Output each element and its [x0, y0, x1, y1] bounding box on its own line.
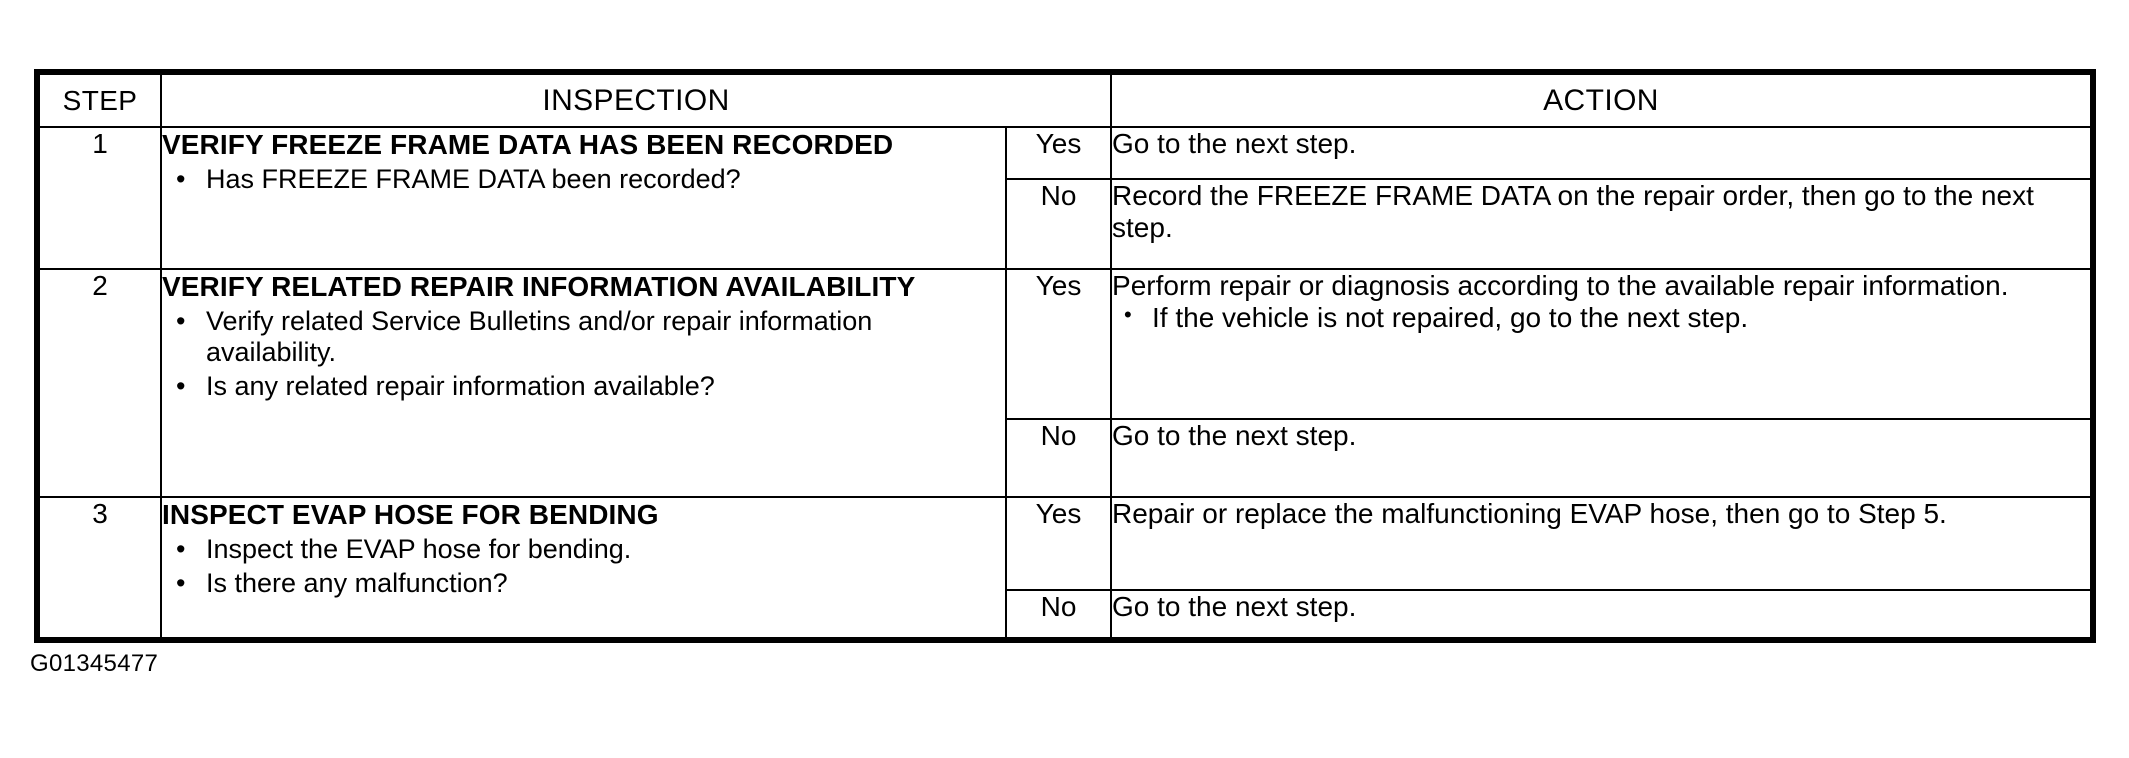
table-row: No Record the FREEZE FRAME DATA on the r…: [39, 178, 2093, 270]
list-item: • Inspect the EVAP hose for bending.: [162, 534, 1005, 565]
answer-yes-label: Yes: [1004, 268, 1113, 420]
bullet-icon: •: [176, 164, 186, 195]
action-cell-yes: Go to the next step.: [1110, 126, 2093, 180]
bullet-icon: •: [176, 370, 186, 401]
action-text: Record the FREEZE FRAME DATA on the repa…: [1112, 180, 2034, 244]
action-text: Go to the next step.: [1112, 420, 1357, 451]
answer-yes-label: Yes: [1004, 496, 1113, 591]
list-item: • Has FREEZE FRAME DATA been recorded?: [162, 164, 1005, 195]
list-item-text: Is there any malfunction?: [206, 567, 508, 598]
bullet-icon: •: [176, 567, 186, 598]
inspection-title: VERIFY FREEZE FRAME DATA HAS BEEN RECORD…: [162, 129, 894, 160]
answer-no-label: No: [1004, 589, 1113, 639]
action-text: Repair or replace the malfunctioning EVA…: [1112, 498, 1947, 529]
step-number: 3: [38, 496, 162, 639]
list-item: • If the vehicle is not repaired, go to …: [1112, 302, 2090, 334]
answer-no-label: No: [1004, 178, 1113, 270]
header-step: STEP: [38, 73, 162, 128]
action-text: Go to the next step.: [1112, 591, 1357, 622]
list-item: • Is there any malfunction?: [162, 568, 1005, 599]
answer-yes-label: Yes: [1004, 126, 1113, 180]
table-row: 3 INSPECT EVAP HOSE FOR BENDING • Inspec…: [38, 496, 2093, 639]
action-text: Go to the next step.: [1112, 128, 1357, 159]
action-cell-yes: Perform repair or diagnosis according to…: [1110, 268, 2093, 420]
inspection-bullet-list: • Verify related Service Bulletins and/o…: [162, 306, 1005, 401]
list-item: • Verify related Service Bulletins and/o…: [162, 306, 1005, 368]
header-action: ACTION: [1110, 73, 2093, 128]
action-bullet-list: • If the vehicle is not repaired, go to …: [1112, 302, 2090, 334]
table-row: No Go to the next step.: [39, 418, 2093, 498]
bullet-icon: •: [176, 306, 186, 337]
header-row: STEP INSPECTION ACTION: [38, 73, 2093, 128]
action-cell-no: Go to the next step.: [1110, 418, 2093, 498]
list-item-text: Has FREEZE FRAME DATA been recorded?: [206, 164, 741, 195]
action-cell-no: Go to the next step.: [1110, 589, 2093, 639]
step-number: 1: [38, 126, 162, 270]
bullet-icon: •: [176, 534, 186, 565]
list-item-text: Verify related Service Bulletins and/or …: [206, 306, 873, 367]
list-item-text: Is any related repair information availa…: [206, 370, 715, 401]
list-item-text: Inspect the EVAP hose for bending.: [206, 534, 632, 565]
inspection-bullet-list: • Has FREEZE FRAME DATA been recorded?: [162, 164, 1005, 195]
answer-no-label: No: [1004, 418, 1113, 498]
action-cell-yes: Repair or replace the malfunctioning EVA…: [1110, 496, 2093, 591]
step-number: 2: [38, 268, 162, 498]
table-row: 2 VERIFY RELATED REPAIR INFORMATION AVAI…: [38, 268, 2093, 498]
table-row: 1 VERIFY FREEZE FRAME DATA HAS BEEN RECO…: [38, 126, 2093, 270]
inspection-title: INSPECT EVAP HOSE FOR BENDING: [162, 499, 659, 530]
bullet-icon: •: [1124, 302, 1132, 328]
inspection-cell: VERIFY RELATED REPAIR INFORMATION AVAILA…: [160, 268, 1007, 498]
inspection-title: VERIFY RELATED REPAIR INFORMATION AVAILA…: [162, 271, 916, 302]
list-item: • Is any related repair information avai…: [162, 371, 1005, 402]
table-header: STEP INSPECTION ACTION: [38, 73, 2093, 128]
table-row: No Go to the next step.: [39, 589, 2093, 639]
figure-code-label: G01345477: [30, 650, 159, 677]
table-body: 1 VERIFY FREEZE FRAME DATA HAS BEEN RECO…: [38, 126, 2093, 639]
action-text: Perform repair or diagnosis according to…: [1112, 270, 2009, 301]
inspection-bullet-list: • Inspect the EVAP hose for bending. • I…: [162, 534, 1005, 599]
header-inspection: INSPECTION: [159, 73, 1113, 128]
action-cell-no: Record the FREEZE FRAME DATA on the repa…: [1110, 178, 2093, 270]
inspection-cell: INSPECT EVAP HOSE FOR BENDING • Inspect …: [160, 496, 1007, 639]
diagnostic-procedure-table: STEP INSPECTION ACTION 1 VERIFY FREEZE F…: [33, 69, 2097, 643]
list-item-text: If the vehicle is not repaired, go to th…: [1152, 302, 1749, 334]
inspection-cell: VERIFY FREEZE FRAME DATA HAS BEEN RECORD…: [160, 126, 1007, 270]
